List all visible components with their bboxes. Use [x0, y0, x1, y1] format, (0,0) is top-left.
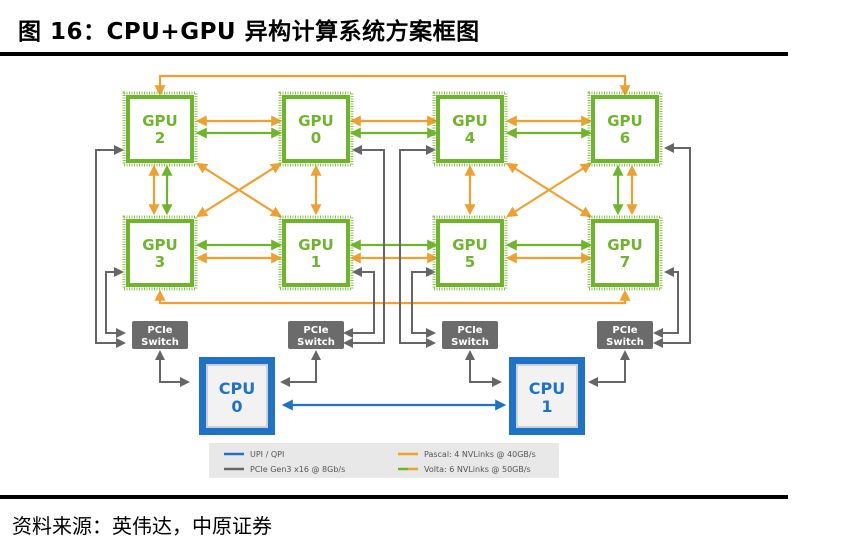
- gpu-body: [282, 95, 350, 163]
- switch-label-line2: Switch: [297, 337, 335, 348]
- gpu-label: GPU: [452, 236, 488, 254]
- source-note: 资料来源：英伟达，中原证券: [12, 514, 272, 538]
- pcie-connections: [95, 143, 691, 387]
- gpu-pins: [278, 91, 354, 167]
- gpu-pins: [432, 91, 508, 167]
- gpu-body: [591, 219, 659, 287]
- gpu-label: GPU: [452, 112, 488, 130]
- gpu-pins: [122, 91, 198, 167]
- legend-label: UPI / QPI: [250, 450, 284, 459]
- nvlink-connections: [148, 74, 638, 305]
- switch-label-line2: Switch: [606, 337, 644, 348]
- cpu-index: 0: [231, 397, 242, 416]
- gpu-pins: [278, 215, 354, 291]
- switch-body: [597, 321, 653, 349]
- figure-title: 图 16：CPU+GPU 异构计算系统方案框图: [18, 19, 480, 45]
- legend-label: PCIe Gen3 x16 @ 8Gb/s: [250, 465, 345, 474]
- switch-body: [442, 321, 498, 349]
- gpu-label: GPU: [142, 236, 178, 254]
- gpu-body: [591, 95, 659, 163]
- top-rule: [0, 52, 788, 56]
- gpu-index: 4: [465, 129, 475, 147]
- legend-label: Volta: 6 NVLinks @ 50GB/s: [424, 465, 531, 474]
- legend-item: Pascal: 4 NVLinks @ 40GB/s: [398, 450, 536, 459]
- legend: UPI / QPI PCIe Gen3 x16 @ 8Gb/s Pascal: 4 …: [209, 443, 559, 478]
- gpu-index: 3: [155, 253, 165, 271]
- gpu-pins: [587, 91, 663, 167]
- link-gpu2-gpu6: [154, 74, 631, 97]
- gpu-body: [126, 219, 194, 287]
- switch-label-line1: PCIe: [303, 325, 328, 336]
- gpu-body: [436, 95, 504, 163]
- switch-label-line1: PCIe: [147, 325, 172, 336]
- switch-label-line2: Switch: [141, 337, 179, 348]
- gpu-index: 2: [155, 129, 165, 147]
- link-gpu0-gpu3: [196, 162, 282, 218]
- legend-background: [209, 443, 559, 478]
- cpu-label: CPU: [219, 379, 255, 398]
- gpu-label: GPU: [298, 236, 334, 254]
- gpu-label: GPU: [298, 112, 334, 130]
- gpu-index: 6: [620, 129, 630, 147]
- cpu-label: CPU: [529, 379, 565, 398]
- gpu-index: 5: [465, 253, 475, 271]
- switch-label-line2: Switch: [451, 337, 489, 348]
- switch-body: [288, 321, 344, 349]
- legend-item: PCIe Gen3 x16 @ 8Gb/s: [224, 465, 345, 474]
- gpu-pins: [432, 215, 508, 291]
- gpu-label: GPU: [607, 112, 643, 130]
- gpu-index: 1: [311, 253, 321, 271]
- gpu-body: [126, 95, 194, 163]
- gpu-body: [282, 219, 350, 287]
- gpu-pins: [587, 215, 663, 291]
- gpu-body: [436, 219, 504, 287]
- bottom-rule: [0, 495, 788, 499]
- cpu-index: 1: [541, 397, 552, 416]
- link-gpu3-gpu7: [154, 289, 631, 305]
- cpu-die: [206, 364, 268, 428]
- switch-body: [132, 321, 188, 349]
- gpu-index: 7: [620, 253, 630, 271]
- gpu-label: GPU: [142, 112, 178, 130]
- switch-label-line1: PCIe: [612, 325, 637, 336]
- gpu-index: 0: [311, 129, 321, 147]
- legend-item: UPI / QPI: [224, 450, 284, 459]
- switch-label-line1: PCIe: [457, 325, 482, 336]
- gpu-label: GPU: [607, 236, 643, 254]
- cpu-die: [516, 364, 578, 428]
- link-gpu6-gpu5: [506, 162, 592, 218]
- legend-label: Pascal: 4 NVLinks @ 40GB/s: [424, 450, 536, 459]
- legend-item: Volta: 6 NVLinks @ 50GB/s: [398, 465, 531, 474]
- gpu-pins: [122, 215, 198, 291]
